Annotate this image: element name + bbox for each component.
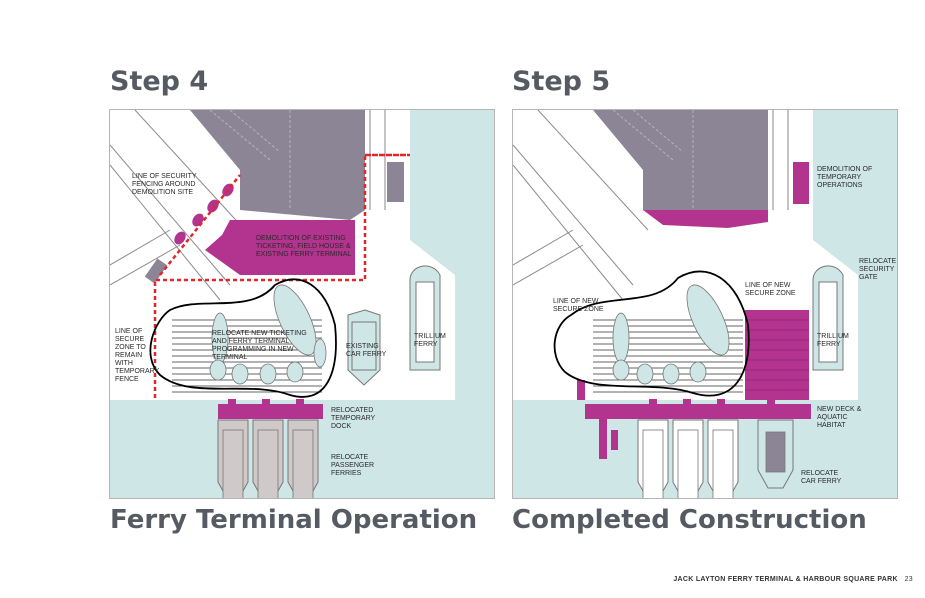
- label-new-secure-zone-left: LINE OF NEW SECURE ZONE: [553, 298, 604, 313]
- label-new-deck: NEW DECK & AQUATIC HABITAT: [817, 406, 862, 429]
- road-lines: [110, 110, 386, 301]
- new-terminal: [172, 284, 327, 398]
- demolition-block: [205, 220, 355, 275]
- gate-block: [144, 258, 168, 284]
- building-block: [593, 110, 768, 218]
- label-relocate-ticketing: RELOCATE NEW TICKETING AND FERRY TERMINA…: [212, 330, 307, 361]
- label-demo-temp-ops: DEMOLITION OF TEMPORARY OPERATIONS: [817, 166, 873, 189]
- deck-posts: [599, 399, 775, 459]
- step4-diagram: LINE OF SECURITY FENCING AROUND DEMOLITI…: [109, 109, 495, 499]
- label-relocate-car-ferry: RELOCATE CAR FERRY: [801, 470, 842, 485]
- label-trillium-ferry: TRILLIUM FERRY: [817, 333, 849, 348]
- page-number: 23: [904, 576, 913, 583]
- footer-title: JACK LAYTON FERRY TERMINAL & HARBOUR SQU…: [673, 576, 898, 583]
- water-area: [513, 110, 897, 498]
- step5-site-plan: [513, 110, 897, 498]
- step5-title: Step 5: [512, 66, 611, 97]
- step5-diagram: DEMOLITION OF TEMPORARY OPERATIONS RELOC…: [512, 109, 898, 499]
- temporary-dock: [218, 404, 323, 419]
- label-security-fencing: LINE OF SECURITY FENCING AROUND DEMOLITI…: [132, 173, 197, 196]
- trillium-ferry: [409, 265, 441, 371]
- ferries: [637, 419, 794, 498]
- label-security-gate: RELOCATE SECURITY GATE: [859, 258, 897, 281]
- small-building: [793, 162, 809, 204]
- trillium-ferry: [812, 265, 844, 371]
- label-new-secure-zone-top: LINE OF NEW SECURE ZONE: [745, 282, 796, 297]
- new-deck-block: [745, 310, 809, 400]
- label-temporary-dock: RELOCATED TEMPORARY DOCK: [331, 407, 376, 430]
- step4-caption: Ferry Terminal Operation: [110, 505, 478, 535]
- dock-posts: [228, 399, 304, 405]
- water-area: [110, 110, 494, 498]
- security-fence-diagonal: [159, 174, 241, 276]
- step5-caption: Completed Construction: [512, 505, 867, 535]
- temp-ops-demolition: [643, 210, 768, 228]
- label-secure-zone: LINE OF SECURE ZONE TO REMAIN WITH TEMPO…: [115, 328, 160, 383]
- passenger-ferries: [217, 419, 319, 498]
- road-lines: [513, 110, 789, 301]
- building-block: [190, 110, 365, 220]
- new-terminal: [593, 284, 770, 398]
- small-building: [387, 162, 404, 202]
- secure-zone-outline: [149, 278, 337, 398]
- label-demolition: DEMOLITION OF EXISTING TICKETING, FIELD …: [256, 235, 352, 258]
- existing-car-ferry: [347, 309, 381, 386]
- page-footer: JACK LAYTON FERRY TERMINAL & HARBOUR SQU…: [673, 576, 913, 583]
- label-trillium-ferry: TRILLIUM FERRY: [414, 333, 446, 348]
- label-existing-car-ferry: EXISTING CAR FERRY: [346, 343, 387, 358]
- building-hatch: [209, 110, 291, 210]
- deck-stub: [577, 380, 585, 400]
- step4-site-plan: [110, 110, 494, 498]
- security-fence-line: [153, 153, 410, 400]
- label-passenger-ferries: RELOCATE PASSENGER FERRIES: [331, 454, 375, 477]
- building-hatch: [612, 110, 694, 210]
- secure-zone-outline: [553, 270, 750, 397]
- step4-title: Step 4: [110, 66, 209, 97]
- deck-hatch: [745, 319, 809, 391]
- new-deck: [585, 404, 811, 419]
